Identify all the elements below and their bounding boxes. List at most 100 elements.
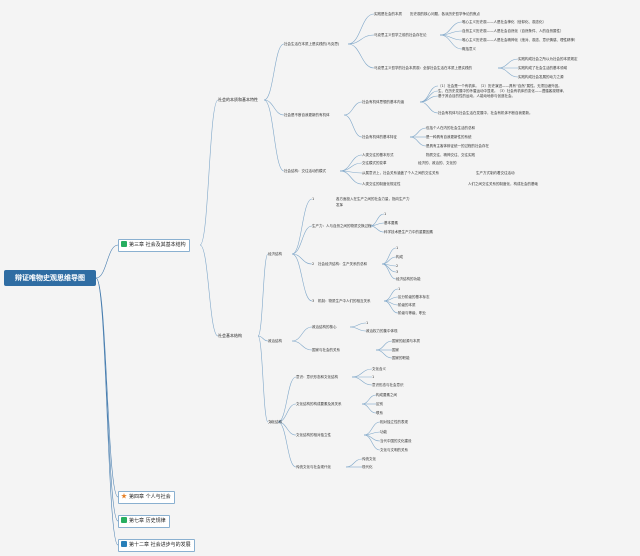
map-node[interactable]: 包括个人在内的社会生活的总和 xyxy=(426,126,475,130)
map-node[interactable]: 机制：物质生产中人们的相互关系 xyxy=(318,299,371,303)
map-node[interactable]: 区别 xyxy=(376,402,383,406)
map-node[interactable]: 经济的、政治的、文化的 xyxy=(418,161,457,165)
map-node[interactable]: 2 xyxy=(312,262,315,266)
map-node[interactable]: 基本要素 xyxy=(384,221,398,225)
connector-line xyxy=(343,114,363,138)
topic-basic-structure[interactable]: 社会基本结构 xyxy=(218,333,242,338)
map-node[interactable]: 社会有机体思想的基本内涵 xyxy=(362,100,404,104)
root-topic[interactable]: 辩证唯物史观思维导图 xyxy=(4,270,96,286)
map-node[interactable]: 经济结构的功能 xyxy=(396,277,421,281)
map-node[interactable]: 马克思主义哲学的社会本质观：全部社会生活在本质上是实践的 xyxy=(374,66,472,70)
map-node[interactable]: 政治结构的核心 xyxy=(312,325,337,329)
connector-line xyxy=(291,326,313,342)
connector-line xyxy=(347,43,375,69)
map-node[interactable]: 文化结构的构成要素及其关系 xyxy=(296,402,342,406)
map-node[interactable]: 1 xyxy=(396,246,399,250)
map-node[interactable]: 发挥 xyxy=(336,203,343,207)
map-node[interactable]: 马克思主义哲学之前的社会存在论 xyxy=(374,33,427,37)
topic-social-structure[interactable]: 社会结构：交往活动的模式 xyxy=(284,169,326,173)
connector-line xyxy=(409,127,427,138)
connector-line xyxy=(257,335,269,342)
map-node[interactable]: 阶级与等级、职业 xyxy=(398,311,426,315)
topic-cultural-structure[interactable]: 文化结构 xyxy=(268,420,282,424)
chapter-12-node[interactable]: 第十二章 社会进步与的发展 xyxy=(118,539,195,552)
connector-line xyxy=(361,403,377,414)
map-node[interactable]: 社会有机体的基本特征 xyxy=(362,135,397,139)
map-node[interactable]: 构成要素之间 xyxy=(376,393,397,397)
map-node[interactable]: 国家与社会的关系 xyxy=(312,348,340,352)
map-node[interactable]: 社会有机体与社会生活在发展中，社会有机体不断自我更新。 xyxy=(438,111,533,115)
map-node[interactable]: 相对独立性的表现 xyxy=(380,420,408,424)
map-node[interactable]: 功能 xyxy=(380,430,387,434)
map-node[interactable]: 1 xyxy=(366,321,369,325)
map-node[interactable]: 基于其合目的性的运动，人能动地参与创造社会。 xyxy=(438,94,515,98)
map-node[interactable]: 阶级的本质 xyxy=(398,303,416,307)
map-node[interactable]: 文化结构的相对独立性 xyxy=(296,433,331,437)
map-node[interactable]: 社会经济结构：生产关系的总和 xyxy=(318,262,367,266)
map-node[interactable]: 国家的起源与本质 xyxy=(392,339,420,343)
chapter-7-node[interactable]: 第七章 历史规律 xyxy=(118,515,170,528)
connector-line xyxy=(381,263,397,280)
map-node[interactable]: 传统文化与社会现代化 xyxy=(296,465,331,469)
map-node[interactable]: 唯心主义历史观——人是社会神化（信仰化、观念化） xyxy=(462,20,546,24)
map-node[interactable]: 人们之间交往关系的制度化，构成社会的基础 xyxy=(468,182,538,186)
map-node[interactable]: 文化与文明的关系 xyxy=(380,448,408,452)
connector-line xyxy=(199,99,219,246)
map-node[interactable]: 构成 xyxy=(396,255,403,259)
map-node[interactable]: 人类交往的制度化规定性 xyxy=(362,182,401,186)
topic-economic-structure[interactable]: 经济结构 xyxy=(268,252,282,256)
topic-political-structure[interactable]: 政治结构 xyxy=(268,339,282,343)
connector-line xyxy=(291,225,313,255)
map-node[interactable]: 政治权力的集中体现 xyxy=(366,329,398,333)
map-node[interactable]: 实践是社会的本质 xyxy=(374,12,402,16)
map-node[interactable]: 人类交往的基本形式 xyxy=(362,153,394,157)
map-node[interactable]: 交往模式的变革 xyxy=(362,161,387,165)
connector-line xyxy=(497,58,519,69)
topic-organism[interactable]: 社会是不断自我更新的有机体 xyxy=(284,113,330,117)
map-node[interactable]: 4 xyxy=(270,420,273,424)
map-node[interactable]: （1）社会是一个有机体。（2）历史演进——具有“自然”属性。无须加诸外因。 xyxy=(438,84,562,88)
map-node[interactable]: 历史观的核心问题，各派历史哲学争论的焦点 xyxy=(410,12,480,16)
map-node[interactable]: 文化含义 xyxy=(372,367,386,371)
connector-line xyxy=(339,170,363,185)
map-node[interactable]: 国家的职能 xyxy=(392,356,410,360)
map-node[interactable]: 生、在历史发展中的矛盾运动中显现。（3）社会有机体的变化——遵循客观规律， xyxy=(438,89,567,93)
map-node[interactable]: 物质交往、精神交往、交往实践 xyxy=(426,153,475,157)
map-node[interactable]: 实践构成了社会生活的基本领域 xyxy=(518,66,567,70)
map-node[interactable]: 生产力：人与自然之间的物质交换过程 xyxy=(312,224,372,228)
connector-line xyxy=(263,43,285,101)
map-node[interactable]: 实践构成社会发展的动力之源 xyxy=(518,75,564,79)
map-node[interactable]: 是具有主客体辩证统一的过程的社会存在 xyxy=(426,144,489,148)
map-node[interactable]: 3 xyxy=(312,299,315,303)
chapter-4-node[interactable]: 第四章 个人与社会 xyxy=(118,491,175,504)
connector-line xyxy=(419,95,439,103)
connector-line xyxy=(363,434,381,451)
map-node[interactable]: 唯心主义历史观——人是社会精神化（绝对、观念、意识情感、理性精神） xyxy=(462,38,578,42)
map-node[interactable]: 区分阶级的基本标志 xyxy=(398,295,430,299)
map-node[interactable]: 从属意识上，社会关系涵盖了个人之间的交往关系 xyxy=(362,171,439,175)
map-node[interactable]: 意识形态与社会意识 xyxy=(372,383,404,387)
map-node[interactable]: 是一种具有自我更新性的系统 xyxy=(426,135,472,139)
map-node[interactable]: 概括意义 xyxy=(462,47,476,51)
map-node[interactable]: 自然主义历史观——人是社会自然化（自然条件、人的自然属性） xyxy=(462,29,564,33)
map-node[interactable]: 联系 xyxy=(376,411,383,415)
map-node[interactable]: 现代化 xyxy=(362,465,373,469)
topic-society-essence[interactable]: 社会的本质和基本特性 xyxy=(218,97,258,102)
map-node[interactable]: 意识：意识形态和文化结构 xyxy=(296,375,338,379)
map-node[interactable]: 科学技术是生产力中的重要因素 xyxy=(384,230,433,234)
map-node[interactable]: 传统文化 xyxy=(362,457,376,461)
topic-practice-essence[interactable]: 社会生活在本质上是实践的(马克思) xyxy=(284,42,340,46)
map-node[interactable]: 实践构成社会之所以为社会的本质规定 xyxy=(518,57,578,61)
map-node[interactable]: 各方面投入在生产之间的社会力量，指向生产力 xyxy=(336,197,410,201)
map-node[interactable]: 3 xyxy=(396,270,399,274)
map-node[interactable]: 1 xyxy=(398,287,401,291)
map-node[interactable]: 当代中国的文化建设 xyxy=(380,439,412,443)
map-node[interactable]: 2 xyxy=(396,264,399,268)
map-node[interactable]: 1 xyxy=(312,197,315,201)
map-node[interactable]: 1 xyxy=(384,212,387,216)
map-node[interactable]: 国家 xyxy=(392,348,399,352)
map-node[interactable]: 生产方式制约着交往活动 xyxy=(476,171,515,175)
map-node[interactable]: 1 xyxy=(372,375,375,379)
connector-line xyxy=(277,376,297,423)
chapter-3-node[interactable]: 第三章 社会及其基本结构 xyxy=(118,239,190,252)
